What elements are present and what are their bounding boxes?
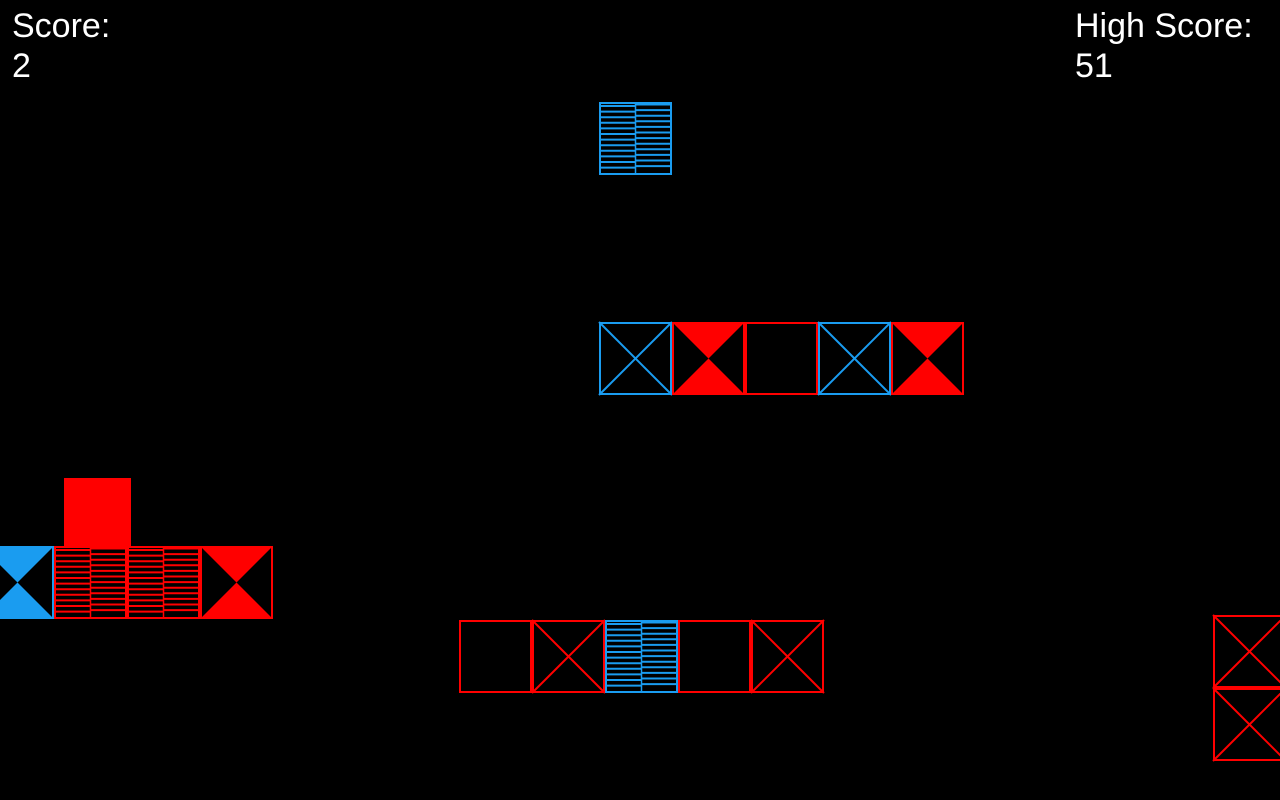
score-label: Score: <box>12 7 111 45</box>
high-score-label: High Score: <box>1075 7 1253 45</box>
tile-cross-red <box>531 619 606 694</box>
tile-hourglass-blue <box>0 546 54 619</box>
tile-empty-red <box>678 620 751 693</box>
tile-hourglass-red <box>891 322 964 395</box>
tile-striped-red <box>127 546 200 619</box>
tile-cross-blue <box>598 321 673 396</box>
tile-empty-red <box>459 620 532 693</box>
tile-cross-red <box>1212 614 1280 689</box>
high-score-display: High Score: 51 <box>1075 6 1253 86</box>
tile-cross-red <box>1212 687 1280 762</box>
row-lower <box>459 619 825 694</box>
high-score-value: 51 <box>1075 47 1113 85</box>
tile-striped-red <box>54 546 127 619</box>
tile-hourglass-red <box>672 322 745 395</box>
tile-cross-blue <box>817 321 892 396</box>
column-right <box>1212 614 1280 762</box>
tile-solid-red <box>64 478 131 546</box>
tile-striped-blue <box>599 102 672 175</box>
tile-striped-blue <box>605 620 678 693</box>
score-value: 2 <box>12 47 31 85</box>
player <box>64 478 131 546</box>
tile-empty-red <box>745 322 818 395</box>
row-left <box>0 546 273 619</box>
score-display: Score: 2 <box>12 6 110 86</box>
falling-piece <box>599 102 672 175</box>
tile-hourglass-red <box>200 546 273 619</box>
row-upper <box>598 321 964 396</box>
tile-cross-red <box>750 619 825 694</box>
